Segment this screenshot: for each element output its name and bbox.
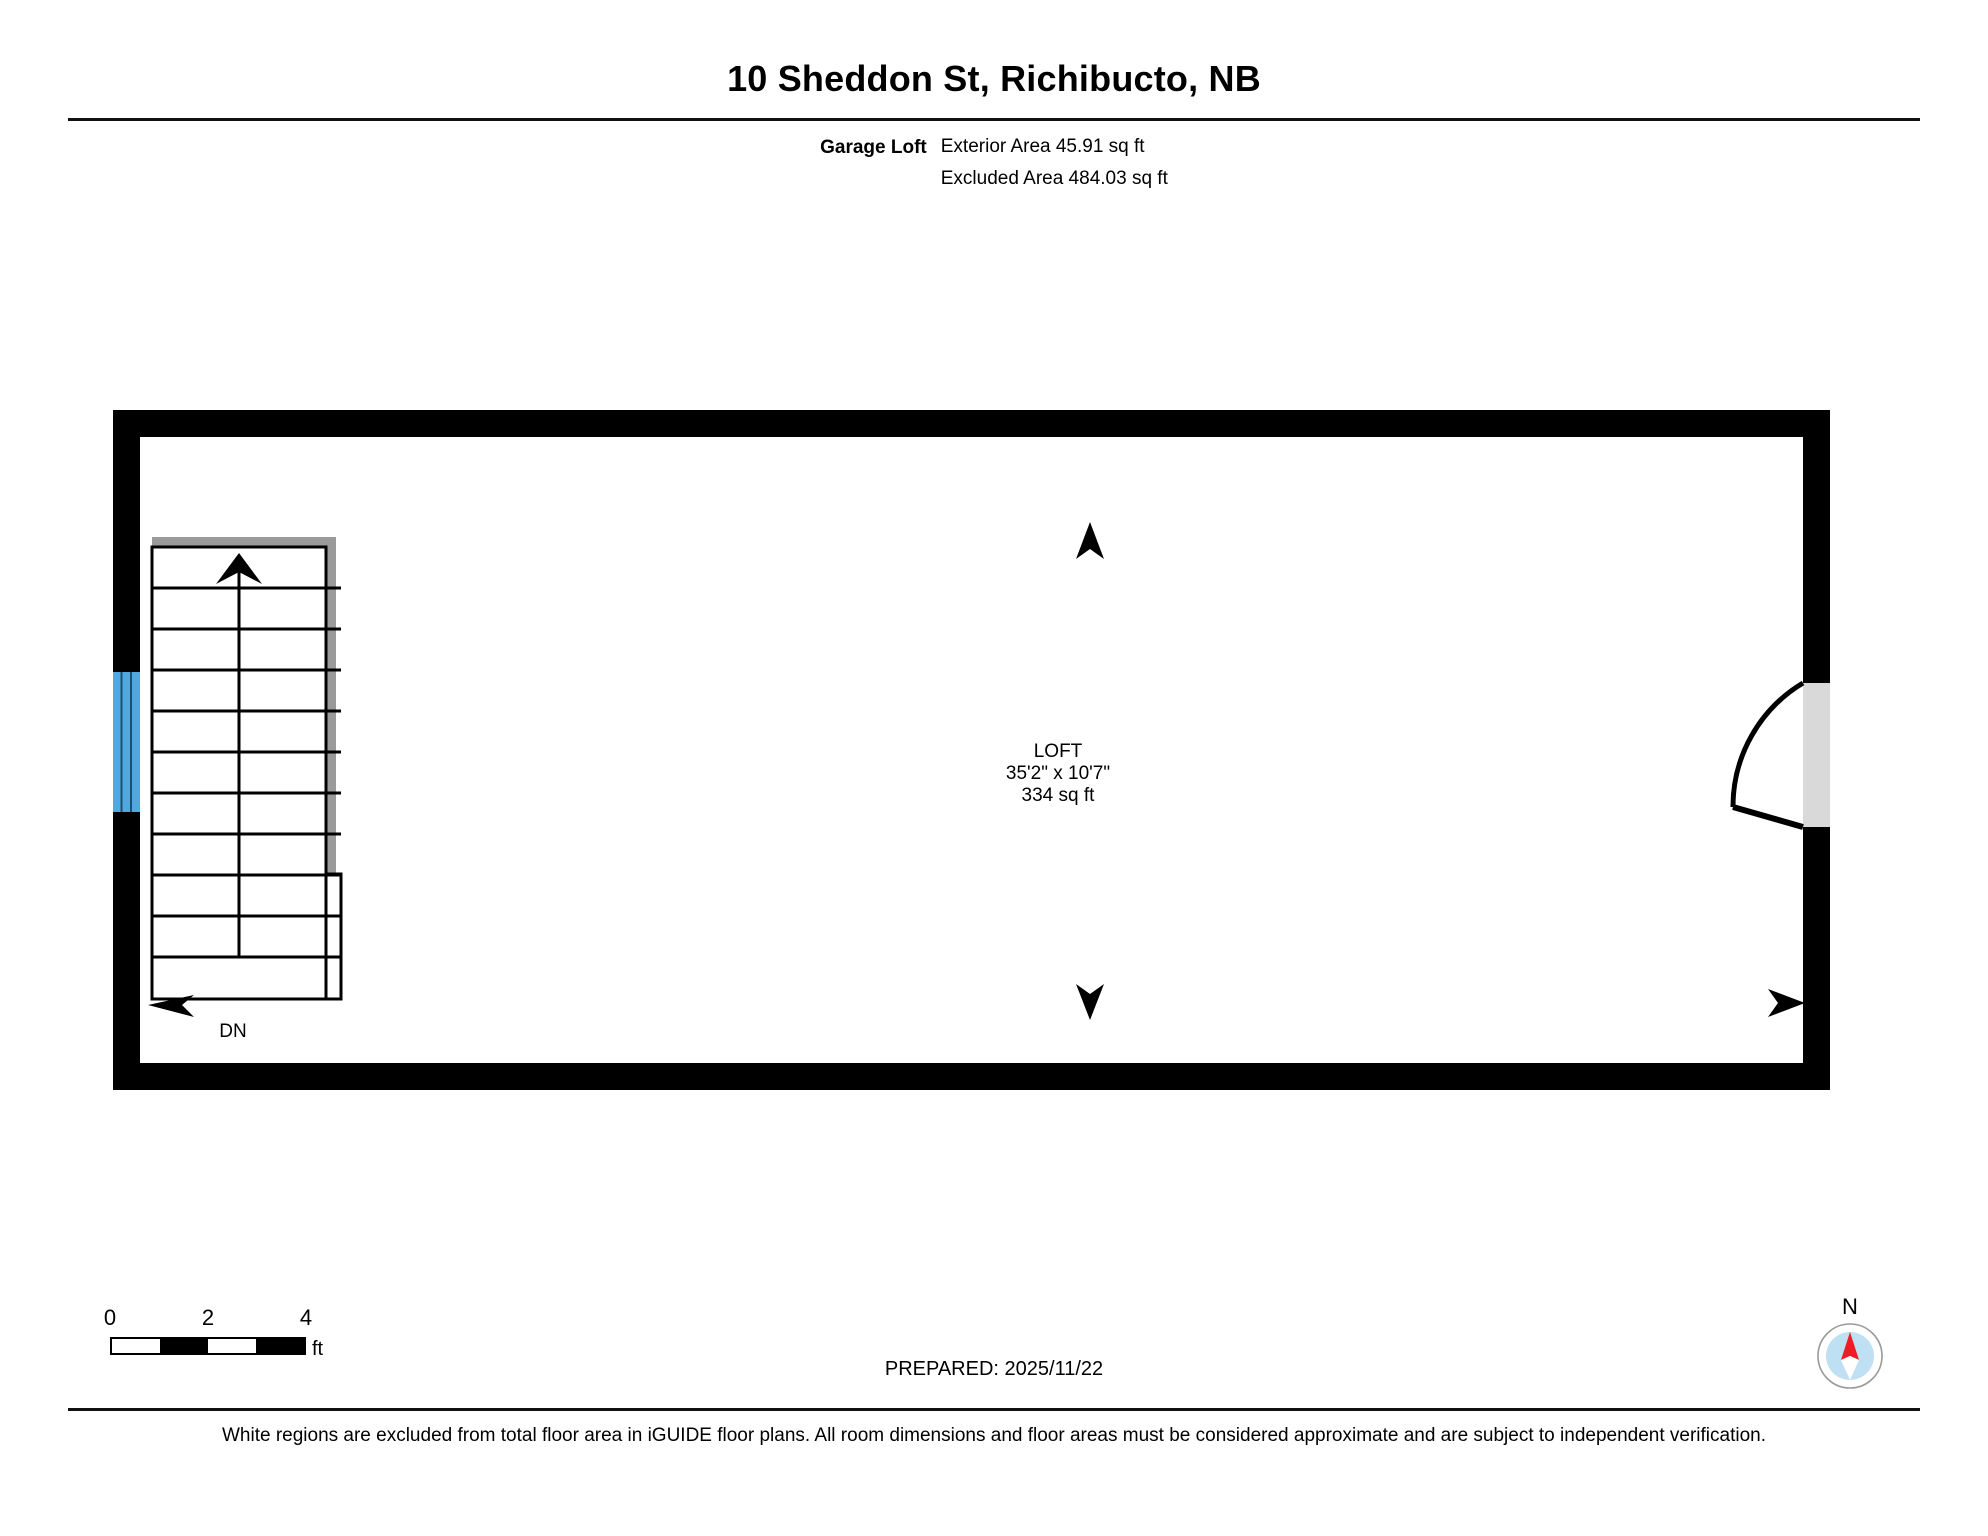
dimension-arrow-up xyxy=(1076,522,1104,559)
title-divider xyxy=(68,118,1920,121)
exterior-area-text: Exterior Area 45.91 sq ft xyxy=(940,136,1145,157)
prepared-date: PREPARED: 2025/11/22 xyxy=(884,1358,1104,1380)
stair-up-arrow xyxy=(216,553,262,958)
scale-segment xyxy=(112,1339,160,1353)
scale-segment xyxy=(256,1339,304,1353)
scale-tick-2: 2 xyxy=(201,1305,215,1330)
scale-bar xyxy=(110,1337,306,1355)
scale-segment xyxy=(160,1339,208,1353)
dimension-arrow-right xyxy=(1768,989,1805,1017)
window-left-wall xyxy=(113,672,140,812)
footer-divider xyxy=(68,1408,1920,1411)
room-name: LOFT xyxy=(1034,741,1083,762)
page-title: 10 Sheddon St, Richibucto, NB xyxy=(727,58,1261,99)
compass-north-label: N xyxy=(1842,1294,1858,1319)
stair-direction-label: DN xyxy=(219,1021,246,1042)
scale-unit-label: ft xyxy=(312,1338,324,1360)
stair-down-arrow xyxy=(148,995,194,1017)
loft-floor-area xyxy=(140,437,1803,1063)
dimension-arrow-down xyxy=(1076,984,1104,1020)
scale-segment xyxy=(208,1339,256,1353)
level-name: Garage Loft xyxy=(820,137,927,158)
staircase xyxy=(150,545,343,1001)
compass-rose-icon xyxy=(1817,1323,1883,1389)
scale-tick-0: 0 xyxy=(103,1305,117,1330)
room-dimensions: 35'2" x 10'7" xyxy=(1006,763,1110,784)
door-right-wall xyxy=(1730,680,1830,830)
level-summary: Garage Loft Exterior Area 45.91 sq ft Ex… xyxy=(0,136,1988,190)
excluded-area-text: Excluded Area 484.03 sq ft xyxy=(940,168,1168,189)
room-area: 334 sq ft xyxy=(1022,785,1096,806)
disclaimer-text: White regions are excluded from total fl… xyxy=(221,1425,1767,1446)
room-label-loft: LOFT 35'2" x 10'7" 334 sq ft xyxy=(1006,741,1110,806)
scale-tick-4: 4 xyxy=(299,1305,313,1330)
